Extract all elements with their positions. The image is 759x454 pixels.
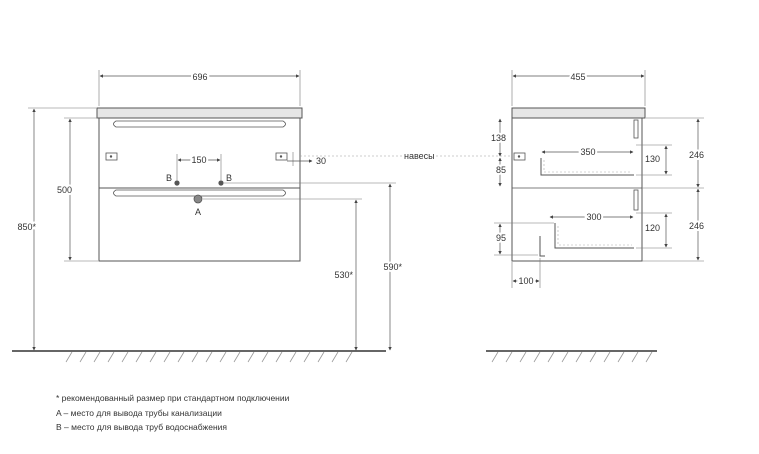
dim-pipe-label: 150 xyxy=(191,155,206,165)
dim-138-label: 138 xyxy=(491,133,506,143)
side-floor-hatch xyxy=(491,351,653,363)
side-hanger-dot xyxy=(517,155,521,158)
label-b-right: B xyxy=(226,173,232,183)
front-cabinet xyxy=(98,117,301,262)
side-drawer-front-top xyxy=(633,119,639,139)
front-hanger-left-dot xyxy=(109,155,113,158)
side-countertop xyxy=(511,107,646,119)
dim-95-label: 95 xyxy=(496,233,506,243)
note-recommended: * рекомендованный размер при стандартном… xyxy=(56,393,290,403)
dim-drain-label: 530* xyxy=(334,270,353,280)
label-b-left: B xyxy=(166,173,172,183)
dim-supply-label: 590* xyxy=(383,262,402,272)
dim-120-label: 120 xyxy=(645,223,660,233)
hangers-label: навесы xyxy=(404,151,435,161)
front-handle-top xyxy=(113,120,286,128)
dim-246b-label: 246 xyxy=(689,221,704,231)
dim-300-label: 300 xyxy=(586,212,601,222)
dim-246a-label: 246 xyxy=(689,150,704,160)
supply-outlet-right xyxy=(218,180,224,186)
label-a: A xyxy=(195,207,201,217)
dim-height-label: 850* xyxy=(17,222,36,232)
dim-depth-label: 455 xyxy=(570,72,585,82)
side-bottom-drawer-inner xyxy=(557,226,632,246)
note-drain: A – место для вывода трубы канализации xyxy=(56,407,222,418)
front-countertop xyxy=(96,107,303,119)
dim-width-label: 696 xyxy=(192,72,207,82)
side-view: 455 138 85 350 130 246 300 120 246 xyxy=(486,70,706,363)
drain-outlet xyxy=(193,194,203,204)
notes: * рекомендованный размер при стандартном… xyxy=(56,391,289,435)
front-floor-hatch xyxy=(65,351,353,363)
front-handle-bottom xyxy=(113,189,286,197)
note-supply: B – место для вывода труб водоснабжения xyxy=(56,422,227,432)
dim-350-label: 350 xyxy=(580,147,595,157)
side-cabinet xyxy=(511,117,643,262)
dim-85-label: 85 xyxy=(496,165,506,175)
dim-body-label: 500 xyxy=(57,185,72,195)
front-view: 696 850* 500 150 30 B B A 530* 590* xyxy=(12,70,404,363)
side-pipe xyxy=(539,236,545,257)
side-drawer-front-bottom xyxy=(633,189,639,211)
dim-130-label: 130 xyxy=(645,154,660,164)
side-top-drawer-inner xyxy=(543,160,632,173)
side-top-drawer xyxy=(540,158,634,176)
supply-outlet-left xyxy=(174,180,180,186)
dim-100-label: 100 xyxy=(518,276,533,286)
side-bottom-drawer xyxy=(554,223,634,249)
dim-hanger-label: 30 xyxy=(316,156,326,166)
front-hanger-right-dot xyxy=(279,155,283,158)
